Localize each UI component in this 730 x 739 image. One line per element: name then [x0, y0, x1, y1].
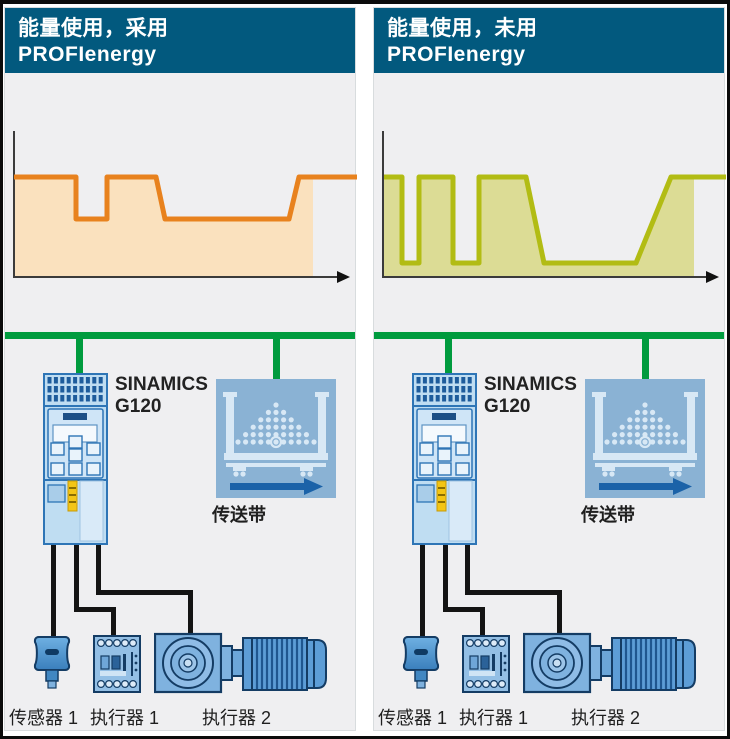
- energy-chart: [13, 131, 357, 283]
- wire-drive-to-actuator2-h: [96, 590, 193, 595]
- actuator1-icon: [93, 635, 141, 693]
- profinet-bus-line: [5, 332, 355, 339]
- drive-keypad: [50, 435, 101, 476]
- energy-chart: [382, 131, 726, 283]
- actuator1-terminal-detail: [469, 652, 507, 676]
- sinamics-g120-drive-icon: [412, 373, 477, 545]
- wire-drive-to-sensor1: [420, 538, 425, 638]
- drive-vent-grid: [47, 377, 103, 402]
- header-line1: 能量使用，未用: [387, 17, 538, 40]
- bus-drop-to-conveyor: [642, 336, 649, 382]
- drive-label: SINAMICS G120: [484, 374, 577, 418]
- header-line2: PROFIenergy: [387, 43, 526, 66]
- drive-io-block: [47, 484, 66, 503]
- drive-keypad: [419, 435, 470, 476]
- drive-cover: [79, 480, 104, 542]
- drive-label-line1: SINAMICS: [115, 374, 208, 395]
- sinamics-g120-drive-icon: [43, 373, 108, 545]
- wire-drive-to-actuator1-v2: [111, 607, 116, 636]
- wire-drive-to-actuator1-v: [74, 538, 79, 612]
- wire-drive-to-actuator2-v2: [188, 590, 193, 633]
- actuator2-icon: [523, 632, 696, 694]
- panel-header: 能量使用，未用 PROFIenergy: [374, 8, 724, 73]
- actuator2-label: 执行器 2: [571, 708, 641, 728]
- sensor1-label: 传感器 1: [9, 708, 79, 728]
- actuator1-label: 执行器 1: [90, 708, 160, 728]
- direction-arrow-icon: [230, 478, 323, 495]
- conveyor-tile: [585, 379, 705, 498]
- motor-cooling-fins: [255, 639, 304, 689]
- drive-label-line2: G120: [115, 396, 162, 417]
- wire-drive-to-sensor1: [51, 538, 56, 638]
- drive-label-line1: SINAMICS: [484, 374, 577, 395]
- wire-drive-to-actuator1-h: [443, 607, 485, 612]
- drive-vent-grid: [416, 377, 472, 402]
- sensor1-icon: [33, 636, 71, 689]
- header-line2: PROFIenergy: [18, 43, 157, 66]
- panel-without-profienergy: 能量使用，未用 PROFIenergy: [373, 7, 726, 731]
- bulk-material-heap: [235, 402, 317, 445]
- sensor1-icon: [402, 636, 440, 689]
- panel-with-profienergy: 能量使用，采用 PROFIenergy: [4, 7, 357, 731]
- bus-drop-to-drive: [76, 336, 83, 376]
- drive-label-line2: G120: [484, 396, 531, 417]
- bus-drop-to-drive: [445, 336, 452, 376]
- motor-cooling-fins: [624, 639, 673, 689]
- conveyor-label: 传送带: [581, 505, 635, 525]
- conveyor-label: 传送带: [212, 505, 266, 525]
- drive-io-block: [416, 484, 435, 503]
- wire-drive-to-actuator1-v: [443, 538, 448, 612]
- wire-drive-to-actuator1-h: [74, 607, 116, 612]
- profinet-bus-line: [374, 332, 724, 339]
- drive-label: SINAMICS G120: [115, 374, 208, 418]
- actuator1-label: 执行器 1: [459, 708, 529, 728]
- drive-status-bar: [63, 413, 87, 420]
- sensor1-label: 传感器 1: [378, 708, 448, 728]
- bulk-material-heap: [604, 402, 686, 445]
- wire-drive-to-actuator1-v2: [480, 607, 485, 636]
- conveyor-belt-icon: [592, 392, 698, 495]
- panel-header: 能量使用，采用 PROFIenergy: [5, 8, 355, 73]
- header-line1: 能量使用，采用: [18, 17, 169, 40]
- wire-drive-to-actuator2-v: [465, 538, 470, 595]
- bus-drop-to-conveyor: [273, 336, 280, 382]
- wire-drive-to-actuator2-v2: [557, 590, 562, 633]
- actuator2-label: 执行器 2: [202, 708, 272, 728]
- drive-status-bar: [432, 413, 456, 420]
- wire-drive-to-actuator2-h: [465, 590, 562, 595]
- actuator2-icon: [154, 632, 327, 694]
- actuator1-icon: [462, 635, 510, 693]
- drive-cover: [448, 480, 473, 542]
- actuator1-terminal-detail: [100, 652, 138, 676]
- wire-drive-to-actuator2-v: [96, 538, 101, 595]
- conveyor-belt-icon: [223, 392, 329, 495]
- conveyor-tile: [216, 379, 336, 498]
- direction-arrow-icon: [599, 478, 692, 495]
